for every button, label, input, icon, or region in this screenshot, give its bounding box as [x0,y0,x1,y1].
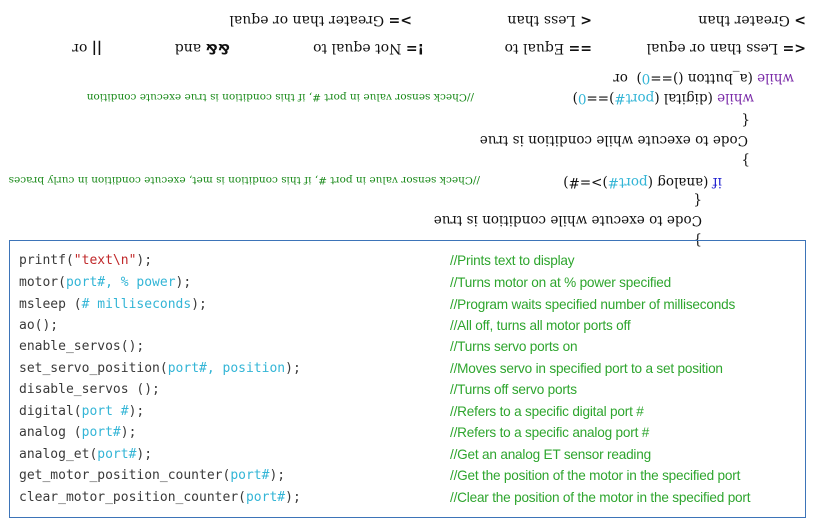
function-description: //Get an analog ET sensor reading [450,447,651,462]
operator-and: && and [174,40,230,56]
function-argument: port#, position [167,361,286,376]
function-description: //Get the position of the motor in the s… [450,468,741,483]
function-description: //Clear the position of the motor in the… [450,490,751,505]
function-name: printf( [19,253,74,268]
reference-row: clear_motor_position_counter(port#); //Cl… [10,487,805,508]
function-end: ); [191,297,207,312]
function-argument: port # [81,404,129,419]
while-close-brace: } [741,152,750,168]
function-name: ao(); [19,318,59,333]
function-signature: analog (port#); [19,422,136,443]
function-signature: ao(); [19,315,58,336]
function-name: enable_servos(); [19,339,145,354]
function-argument: port# [245,490,286,505]
function-end: ); [128,404,145,419]
if-open-brace: { [693,192,702,208]
function-name: set_servo_position( [19,361,168,376]
function-description: //Prints text to display [450,253,575,268]
reference-row: analog_et(port#); //Get an analog ET sens… [10,444,805,465]
operator-not-equal: != Not equal to [313,40,424,56]
reference-row: enable_servos(); //Turns servo ports on [10,336,805,357]
reference-row: get_motor_position_counter(port#); //Get … [10,465,805,486]
function-signature: get_motor_position_counter(port#); [19,465,285,486]
flipped-code-section: > Greater than < Less than >= Greater th… [0,0,814,248]
function-description: //Refers to a specific digital port # [450,404,644,419]
reference-row: digital(port #); //Refers to a specific d… [10,401,805,422]
while-open-brace: { [741,112,750,128]
function-name: msleep ( [19,297,82,312]
function-end: ); [136,447,153,462]
while-body: Code to execute while condition is true [479,132,748,148]
while-comment: //Check sensor value in port #, if this … [86,91,474,103]
operator-or: || or [72,40,102,56]
function-signature: clear_motor_position_counter(port#); [19,487,301,508]
operator-equal: == Equal to [504,40,592,56]
function-argument: # milliseconds [81,297,192,312]
reference-row: printf("text\n"); //Prints text to displa… [10,250,805,271]
function-argument: port# [81,425,121,440]
function-description: //Turns off servo ports [450,382,577,397]
reference-row: msleep (# milliseconds); //Program waits … [10,294,805,315]
operator-greater-than: > Greater than [698,12,806,28]
function-argument: "text\n" [73,253,137,268]
function-name: clear_motor_position_counter( [19,490,246,505]
function-end: ); [175,275,192,290]
function-argument: port# [97,447,137,462]
function-reference-box: printf("text\n"); //Prints text to displa… [9,240,806,518]
function-signature: disable_servos (); [19,379,160,400]
reference-row: set_servo_position(port#, position); //Mo… [10,358,805,379]
function-name: digital( [19,404,82,419]
function-description: //Turns motor on at % power specified [450,275,672,290]
function-name: analog ( [19,425,82,440]
reference-row: ao(); //All off, turns all motor ports of… [10,315,805,336]
function-end: ); [285,490,301,505]
function-argument: port# [230,468,270,483]
function-name: disable_servos (); [19,382,160,397]
function-description: //Moves servo in specified port to a set… [450,361,723,376]
while-digital-line: while (digital (port#)==0) [572,90,754,106]
function-description: //All off, turns all motor ports off [450,318,631,333]
if-analog-line: if (analog (port#)>=#) [563,174,722,190]
function-signature: set_servo_position(port#, position); [19,358,301,379]
function-description: //Turns servo ports on [450,339,578,354]
reference-row: motor(port#, % power); //Turns motor on a… [10,272,805,293]
function-end: ); [285,361,301,376]
function-signature: motor(port#, % power); [19,272,191,293]
if-comment: //Check sensor value in port #, if this … [8,174,480,186]
function-signature: digital(port #); [19,401,144,422]
reference-row: disable_servos (); //Turns off servo port… [10,379,805,400]
function-signature: enable_servos(); [19,336,144,357]
function-description: //Program waits specified number of mill… [450,297,736,312]
function-end: ); [120,425,137,440]
function-end: ); [136,253,153,268]
while-a-button-line: while (a_button ()==0) or [613,70,794,86]
function-end: ); [269,468,286,483]
function-description: //Refers to a specific analog port # [450,425,650,440]
operator-less-or-equal: <= Less than or equal [646,40,806,56]
function-signature: analog_et(port#); [19,444,152,465]
function-argument: port#, % power [65,275,176,290]
function-name: analog_et( [19,447,98,462]
function-name: get_motor_position_counter( [19,468,231,483]
reference-row: analog (port#); //Refers to a specific an… [10,422,805,443]
function-signature: msleep (# milliseconds); [19,294,207,315]
operator-less-than: < Less than [507,12,592,28]
if-body: Code to execute while condition is true [433,212,702,228]
function-name: motor( [19,275,66,290]
operator-greater-or-equal: >= Greater than or equal [229,12,412,28]
function-signature: printf("text\n"); [19,250,152,271]
